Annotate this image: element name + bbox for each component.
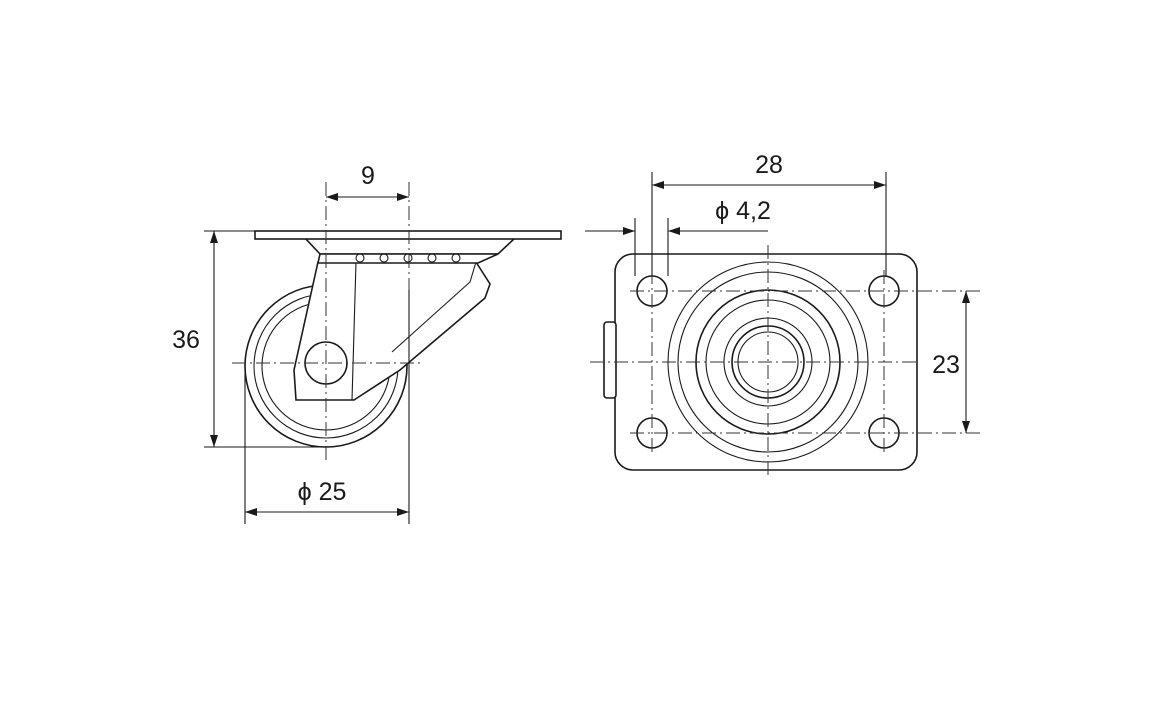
bolt-hole-diameter-label: ϕ 4,2 bbox=[715, 197, 771, 225]
wheel-diameter-label: ϕ 25 bbox=[298, 478, 347, 506]
mounting-plate bbox=[254, 230, 562, 240]
bolt-hole-diameter-symbol: ϕ bbox=[715, 197, 729, 225]
wheel-diameter-dimension: ϕ 25 bbox=[244, 290, 410, 524]
bearing-housing bbox=[303, 237, 518, 264]
hole-spacing-x-label: 28 bbox=[755, 151, 783, 179]
offset-dimension-label: 9 bbox=[361, 162, 375, 190]
height-dimension: 36 bbox=[172, 230, 326, 448]
bolt-hole-diameter-dimension: ϕ 4,2 bbox=[585, 197, 771, 276]
bolt-hole-diameter-value: 4,2 bbox=[736, 197, 771, 225]
side-view: 9 36 ϕ 25 bbox=[172, 162, 562, 524]
hole-spacing-y-dimension: 23 bbox=[932, 291, 970, 433]
hole-spacing-y-label: 23 bbox=[932, 351, 960, 379]
wheel-diameter-value: 25 bbox=[319, 478, 347, 506]
height-dimension-label: 36 bbox=[172, 326, 200, 354]
offset-dimension: 9 bbox=[326, 162, 409, 201]
hole-spacing-x-dimension: 28 bbox=[651, 151, 887, 276]
plate-side-tab bbox=[603, 321, 617, 399]
diameter-symbol: ϕ bbox=[298, 478, 312, 506]
top-view: 28 ϕ 4,2 23 bbox=[585, 151, 980, 478]
